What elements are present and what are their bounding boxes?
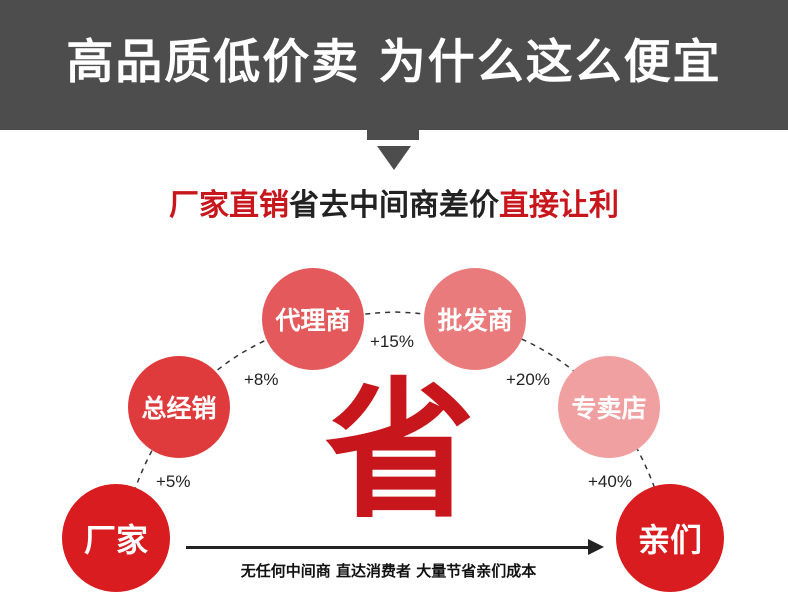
node-specialty-store-label: 专卖店 [571,394,647,423]
page-title: 高品质低价卖 为什么这么便宜 [66,35,722,90]
node-wholesaler: 批发商 [424,268,526,370]
node-wholesaler-label: 批发商 [437,306,513,335]
node-agent: 代理商 [262,268,364,370]
markup-20: +20% [506,370,550,389]
markup-5: +5% [156,472,191,491]
subtitle: 厂家直销省去中间商差价直接让利 [0,184,788,228]
node-specialty-store: 专卖店 [558,356,660,458]
save-character: 省 [324,365,475,539]
flow-arrow-line [186,546,591,549]
arrow-right-icon [588,539,604,555]
node-factory-label: 厂家 [83,521,148,559]
header-banner: 高品质低价卖 为什么这么便宜 [0,0,788,130]
subtitle-part-save-margin: 省去中间商差价 [289,188,499,223]
markup-15: +15% [370,332,414,351]
node-factory: 厂家 [62,484,170,592]
flow-caption: 无任何中间商 直达消费者 大量节省亲们成本 [240,562,537,580]
subtitle-part-direct-sale: 厂家直销 [169,188,289,223]
markup-8: +8% [244,370,279,389]
node-customers: 亲们 [616,484,724,592]
markup-40: +40% [588,472,632,491]
node-agent-label: 代理商 [275,306,351,335]
subtitle-part-give-profit: 直接让利 [499,188,619,223]
node-general-distributor-label: 总经销 [141,394,217,423]
node-customers-label: 亲们 [637,521,702,559]
down-arrow-icon [377,146,411,170]
node-general-distributor: 总经销 [128,356,230,458]
pointer-stem [367,130,419,140]
